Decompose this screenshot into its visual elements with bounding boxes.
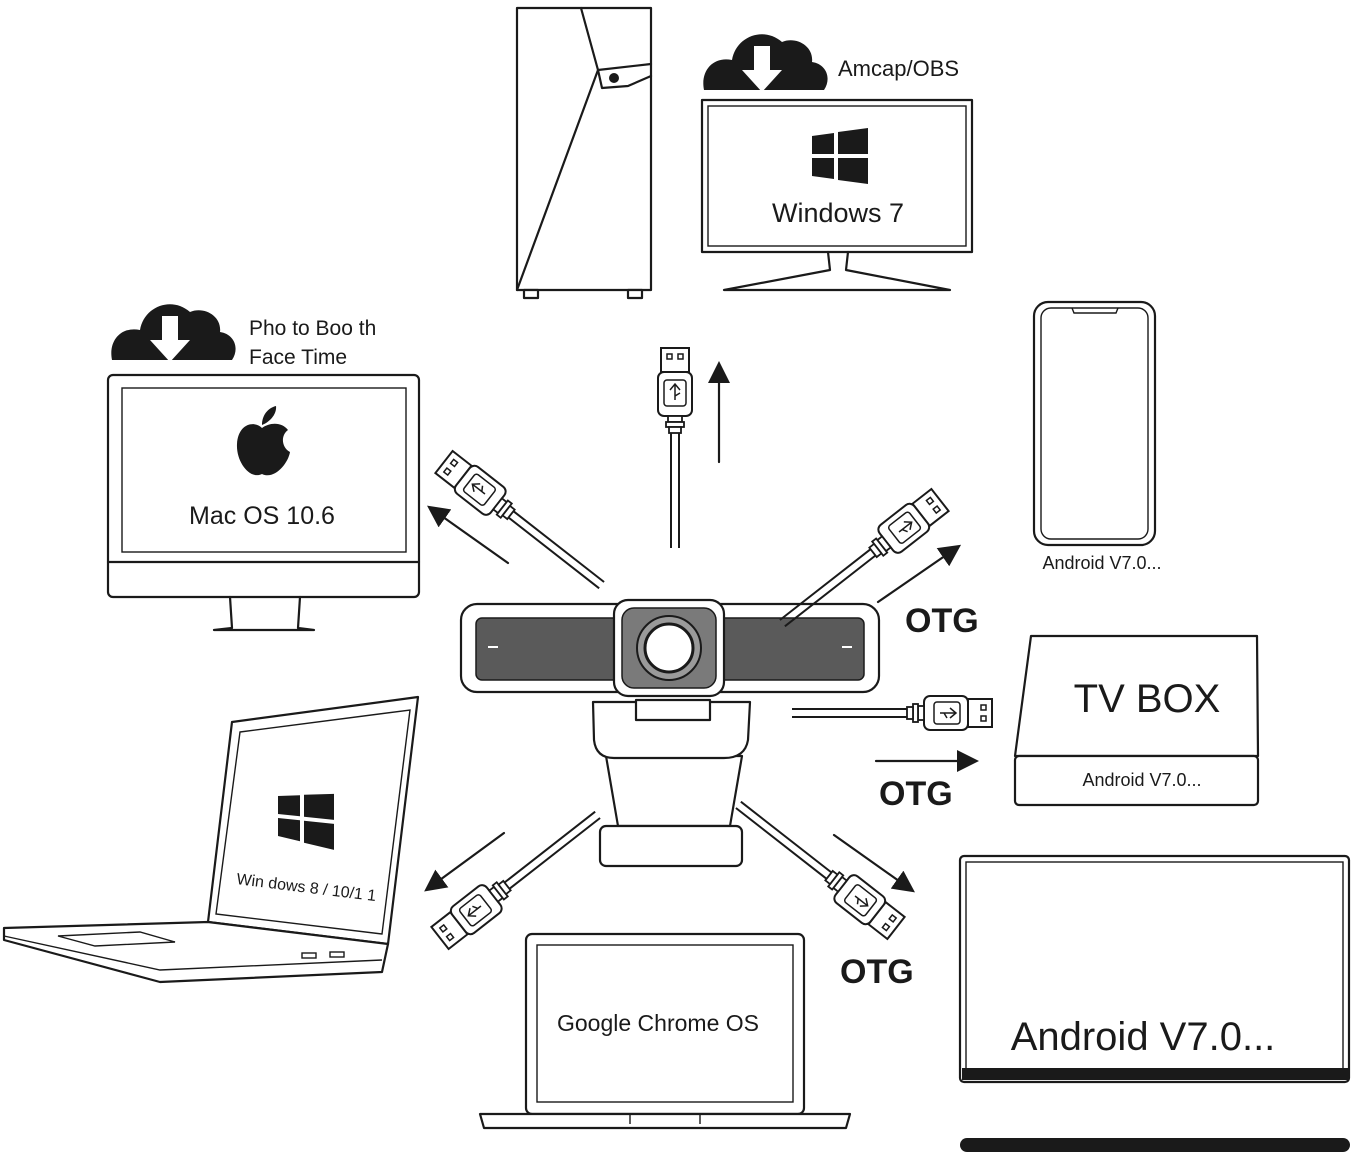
- otg-label-tablet: OTG: [840, 953, 914, 991]
- windows-laptop: Win dows 8 / 10/1 1: [2, 695, 420, 984]
- otg-label-phone: OTG: [905, 602, 979, 640]
- tv-box-android-label: Android V7.0...: [1082, 770, 1201, 790]
- windows7-monitor: Amcap/OBS Windows 7: [700, 34, 974, 292]
- pc-tower: [515, 6, 653, 300]
- usb-plug-icon: [791, 695, 993, 731]
- usb-plug-icon: [657, 347, 693, 549]
- tablet-android-label: Android V7.0...: [1011, 1015, 1276, 1059]
- usb-plug-icon: [432, 447, 614, 600]
- apple-logo-icon: [236, 406, 290, 476]
- arrow-icon: [424, 831, 506, 892]
- android-tablet: Android V7.0...: [958, 854, 1351, 1152]
- macos-label: Mac OS 10.6: [189, 502, 335, 530]
- windows7-label: Windows 7: [772, 198, 904, 228]
- webcam: [459, 598, 881, 868]
- photo-booth-label: Pho to Boo th: [249, 317, 376, 340]
- mac-desktop: Pho to Boo th Face Time Mac OS 10.6: [106, 304, 421, 632]
- phone-android-label: Android V7.0...: [1042, 553, 1161, 573]
- amcap-obs-label: Amcap/OBS: [838, 56, 959, 81]
- otg-label-tvbox: OTG: [879, 775, 953, 813]
- arrow-icon: [427, 505, 510, 565]
- arrow-icon: [876, 544, 962, 604]
- chromebook: Google Chrome OS: [478, 932, 852, 1130]
- download-cloud-icon: [703, 34, 828, 92]
- download-cloud-icon: [111, 304, 236, 362]
- tv-box-title: TV BOX: [1074, 677, 1221, 721]
- android-phone: Android V7.0...: [1032, 300, 1162, 573]
- facetime-label: Face Time: [249, 346, 347, 369]
- arrow-icon: [832, 833, 915, 893]
- usb-plug-icon: [428, 800, 610, 953]
- chrome-os-label: Google Chrome OS: [557, 1010, 759, 1036]
- tv-box: TV BOX Android V7.0...: [1013, 634, 1260, 807]
